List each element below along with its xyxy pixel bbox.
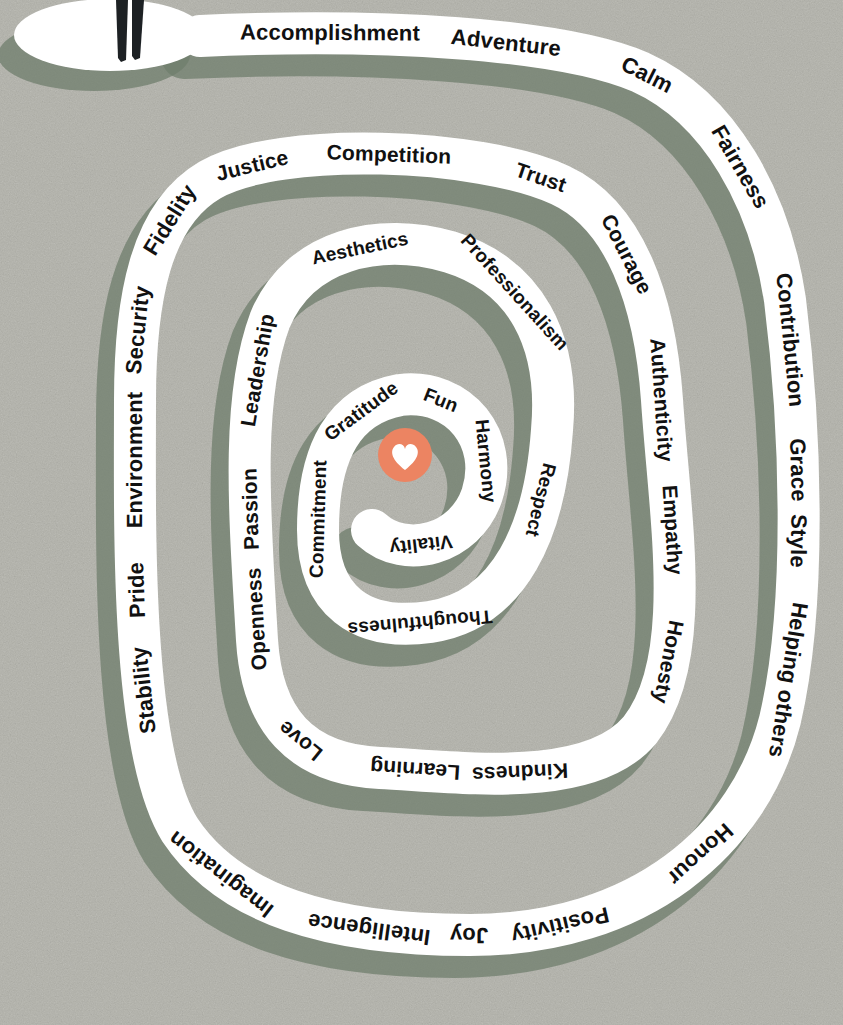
value-word: Gratitude: [321, 378, 402, 445]
value-word: Learning: [369, 757, 460, 784]
value-word: Contribution: [772, 272, 807, 408]
value-word: Honour: [663, 820, 737, 890]
value-word: Stability: [128, 645, 159, 734]
value-word: Competition: [327, 141, 452, 166]
value-word: Security: [123, 285, 154, 375]
value-word: Imagination: [165, 827, 278, 921]
value-word: Empathy: [659, 484, 686, 575]
standing-figure: [116, 0, 144, 62]
value-word: Thoughtfulness: [347, 607, 493, 639]
value-word: Joy: [450, 924, 489, 946]
goal-circle: [378, 428, 432, 482]
value-word: Harmony: [472, 418, 499, 503]
value-word: Professionalism: [457, 230, 572, 354]
value-word: Fairness: [707, 122, 772, 213]
value-word: Fidelity: [140, 181, 200, 259]
value-word: Leadership: [237, 312, 277, 428]
platform: [14, 0, 206, 71]
value-word: Respect: [523, 461, 560, 539]
value-word: Positivity: [509, 903, 611, 947]
value-word: Style: [787, 514, 810, 568]
value-word: Authenticity: [647, 338, 677, 463]
value-word: Honesty: [650, 618, 687, 705]
value-word: Accomplishment: [240, 22, 420, 45]
value-word: Openness: [242, 567, 269, 671]
value-word: Helping others: [765, 600, 811, 758]
value-word: Calm: [618, 53, 677, 97]
value-word: Environment: [124, 392, 146, 529]
value-word: Pride: [125, 562, 149, 619]
value-word: Intelligence: [307, 909, 432, 948]
value-word: Trust: [513, 159, 569, 196]
heart-icon: [392, 444, 418, 470]
value-word: Love: [274, 717, 326, 765]
value-word: Courage: [598, 210, 656, 297]
value-word: Adventure: [449, 26, 561, 60]
spiral-road: [135, 33, 799, 935]
value-word: Aesthetics: [310, 228, 410, 267]
value-word: Kindness: [471, 760, 568, 786]
value-word: Passion: [238, 468, 261, 551]
value-word: Justice: [214, 146, 291, 184]
value-word: Commitment: [307, 460, 330, 579]
value-word: Fun: [421, 385, 461, 416]
value-word: Grace: [786, 438, 810, 502]
value-word: Vitality: [388, 532, 453, 558]
